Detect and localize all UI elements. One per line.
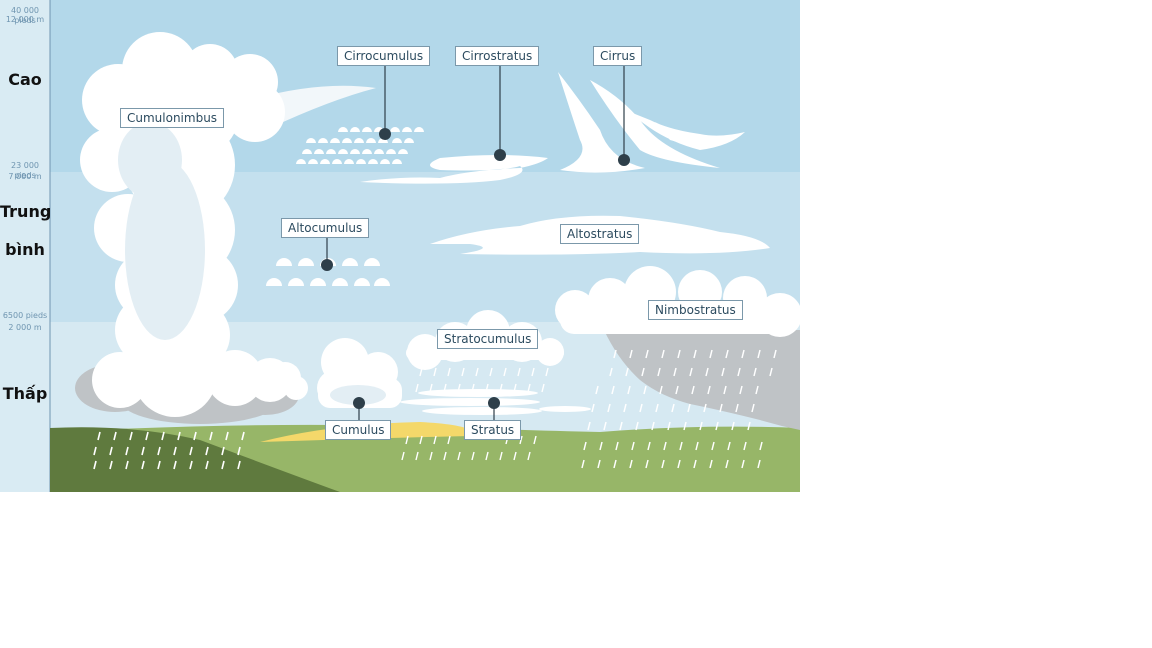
- label-altostratus: Altostratus: [560, 224, 640, 244]
- level-middle-label-line2: bình: [5, 240, 45, 259]
- rain-nimbostratus: [581, 349, 777, 469]
- label-cirrus: Cirrus: [593, 46, 643, 66]
- nimbostratus-rain-shaft: [604, 330, 800, 430]
- label-cumulonimbus: Cumulonimbus: [120, 108, 225, 128]
- label-nimbostratus: Nimbostratus: [648, 300, 743, 320]
- label-stratus: Stratus: [464, 420, 522, 440]
- level-high-label: Cao: [8, 70, 42, 89]
- altitude-12000-m: 12 000 m: [5, 15, 45, 24]
- altitude-40000-feet: 40 000 pieds: [11, 6, 39, 25]
- rain-cumulonimbus: [93, 431, 245, 470]
- leader-lines: [326, 66, 625, 420]
- altitude-2000-m: 2 000 m: [8, 323, 42, 332]
- label-cirrocumulus: Cirrocumulus: [337, 46, 431, 66]
- leader-dots: [321, 128, 630, 409]
- level-middle-label-line1: Trung: [0, 202, 52, 221]
- dark-hill: [50, 427, 340, 492]
- cirrocumulus-cloud: [296, 127, 424, 164]
- altitude-7000-m: 7 000 m: [8, 172, 42, 181]
- stratus-cloud: [400, 389, 591, 415]
- altitude-6500-feet: 6500 pieds: [2, 311, 48, 320]
- label-cirrostratus: Cirrostratus: [455, 46, 540, 66]
- cirrus-cloud: [558, 72, 745, 173]
- cirrostratus-cloud: [360, 155, 548, 184]
- label-stratocumulus: Stratocumulus: [437, 329, 539, 349]
- label-altocumulus: Altocumulus: [281, 218, 370, 238]
- altitude-axis-panel: [0, 0, 50, 492]
- level-low-label: Thấp: [2, 384, 48, 403]
- altitude-23000-feet: 23 000 pieds: [11, 161, 39, 180]
- label-cumulus: Cumulus: [325, 420, 392, 440]
